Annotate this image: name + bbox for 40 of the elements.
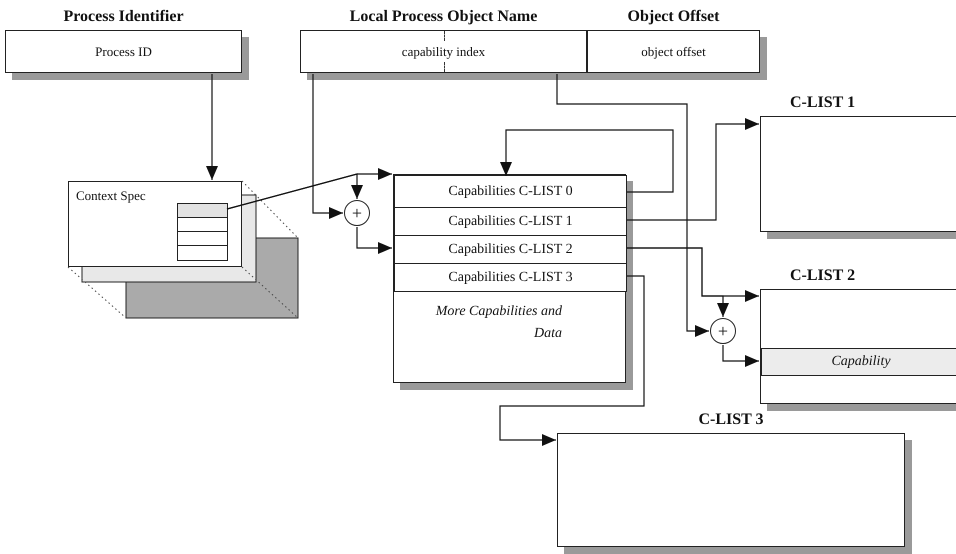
arrow [722, 345, 759, 367]
table-row [177, 245, 228, 261]
node-label: More Capabilities and Data [434, 303, 562, 343]
capability-row [394, 263, 627, 292]
node-label: Capabilities C-LIST 3 [447, 270, 574, 286]
list-heading: C-LIST 3 [697, 411, 765, 429]
node-label: Context Spec [76, 188, 146, 204]
table-row [177, 203, 228, 218]
arrow [312, 74, 343, 219]
node-label: object offset [640, 44, 707, 60]
capability-row [394, 207, 627, 236]
table-row [177, 231, 228, 246]
context-spec-card [68, 181, 242, 267]
node-label: Capability [830, 354, 892, 370]
field-heading: Local Process Object Name [348, 8, 538, 26]
plus-sign: + [716, 321, 730, 341]
field-heading: Object Offset [626, 8, 720, 26]
node-label: Process ID [94, 44, 153, 60]
arrow [627, 247, 729, 317]
arrow [500, 129, 674, 193]
plus-sign: + [350, 203, 364, 223]
arrow [499, 275, 645, 446]
adder-circle [344, 200, 370, 226]
table-row [177, 217, 228, 232]
arrow [206, 74, 218, 180]
arrow [556, 74, 709, 337]
field-heading: Process Identifier [62, 8, 185, 26]
arrow [226, 173, 363, 210]
node-label: Capabilities C-LIST 0 [447, 184, 574, 200]
capability-row [394, 175, 627, 208]
list-heading: C-LIST 2 [790, 267, 856, 285]
arrow [356, 227, 392, 254]
adder-circle [710, 318, 736, 344]
capability-row [761, 348, 956, 376]
node-label: capability index [400, 44, 486, 60]
arrow [627, 118, 759, 221]
node-label: Capabilities C-LIST 1 [447, 214, 574, 230]
node-label: Capabilities C-LIST 2 [447, 242, 574, 258]
list-heading: C-LIST 1 [790, 94, 856, 112]
capability-row [394, 235, 627, 264]
